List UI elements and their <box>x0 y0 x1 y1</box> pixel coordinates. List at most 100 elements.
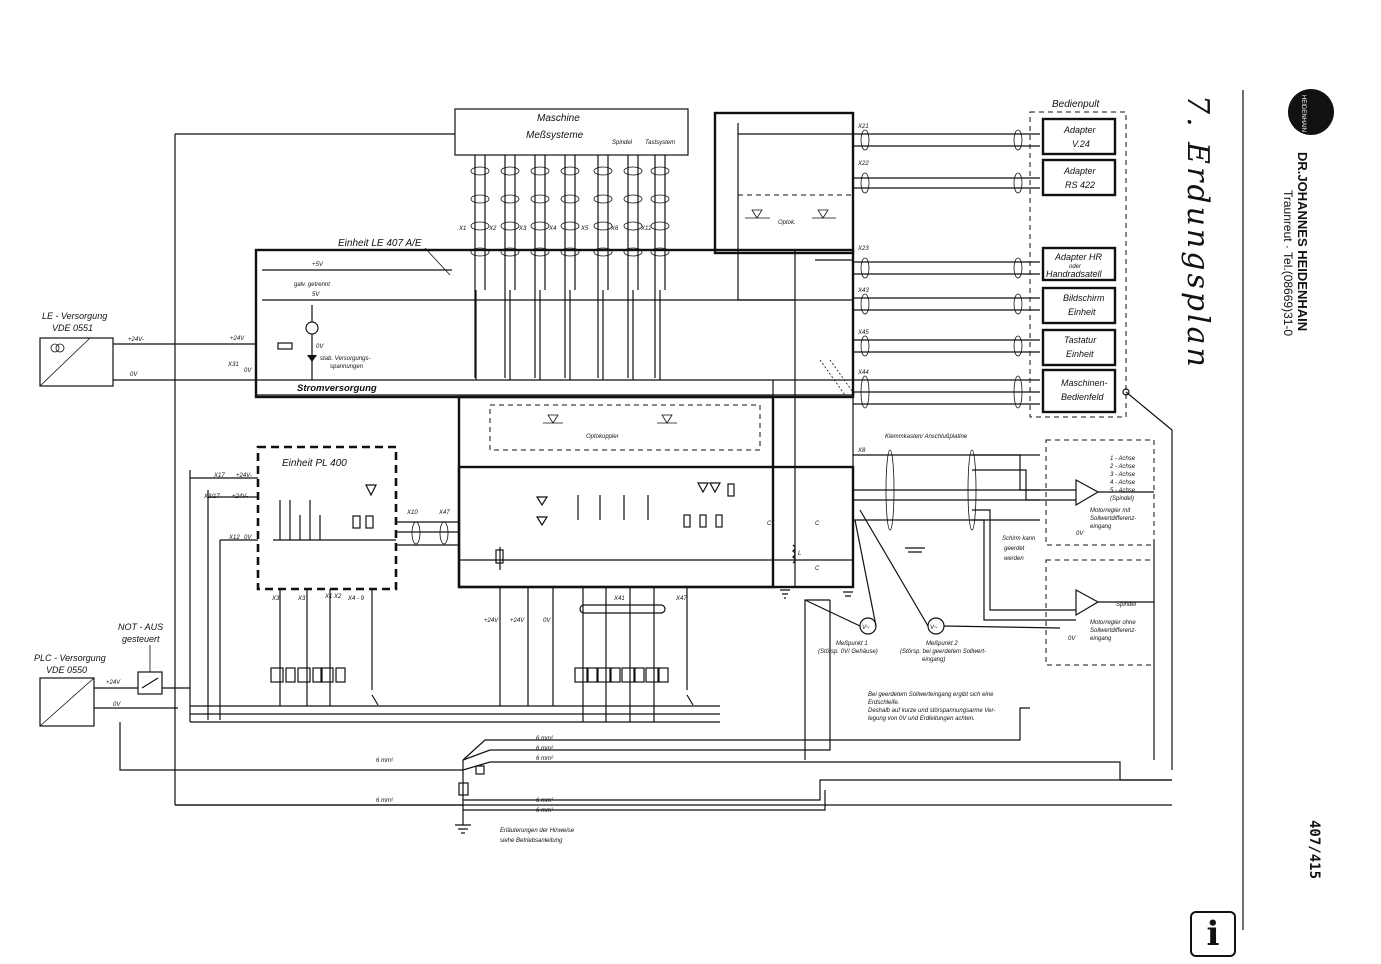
svg-text:6 mm²: 6 mm² <box>536 746 554 752</box>
svg-text:+24V: +24V <box>510 618 525 624</box>
svg-text:Klemmkasten/ Anschlußplatine: Klemmkasten/ Anschlußplatine <box>885 434 968 440</box>
svg-text:Einheit PL 400: Einheit PL 400 <box>282 458 347 469</box>
info-icon[interactable]: i <box>1190 911 1236 957</box>
svg-text:1 - Achse: 1 - Achse <box>1110 456 1136 462</box>
svg-text:eingang: eingang <box>1090 524 1112 530</box>
svg-text:X47: X47 <box>438 510 450 516</box>
panel-box-2: Adapter HR oder Handradsatell <box>1041 246 1117 282</box>
section-title: 7. Erdungsplan <box>1180 95 1215 370</box>
svg-text:+5V: +5V <box>312 262 324 268</box>
svg-text:0V: 0V <box>1076 531 1084 537</box>
svg-text:6 mm²: 6 mm² <box>536 798 554 804</box>
svg-text:X6: X6 <box>610 226 619 232</box>
svg-text:Motorregler ohne: Motorregler ohne <box>1090 620 1136 626</box>
svg-text:4 - Achse: 4 - Achse <box>1110 480 1136 486</box>
svg-text:Bildschirm: Bildschirm <box>1063 293 1105 303</box>
motor-controller-1: 1 - Achse 2 - Achse 3 - Achse 4 - Achse … <box>1045 439 1155 546</box>
ground-cables <box>119 599 1172 811</box>
svg-text:C: C <box>767 521 772 527</box>
svg-text:HEIDENHAIN: HEIDENHAIN <box>1300 95 1306 132</box>
svg-text:X1: X1 <box>458 226 466 232</box>
svg-text:Motorregler mit: Motorregler mit <box>1090 508 1131 514</box>
svg-text:X12: X12 <box>228 535 240 541</box>
shield-note: Schirm kann geerdet werden <box>1002 536 1036 562</box>
cable-cross-sections: 6 mm² 6 mm² 6 mm² 6 mm² 6 mm² 6 mm² 6 mm… <box>376 736 554 814</box>
svg-text:X5: X5 <box>580 226 589 232</box>
ground-symbols <box>455 547 925 834</box>
svg-text:0V: 0V <box>113 702 121 708</box>
svg-text:Meßpunkt 2: Meßpunkt 2 <box>926 641 958 647</box>
svg-text:+24V: +24V <box>484 618 499 624</box>
svg-text:0V: 0V <box>1068 636 1076 642</box>
svg-text:Erläuterungen der Hinweise: Erläuterungen der Hinweise <box>500 828 575 834</box>
svg-text:Einheit LE 407 A/E: Einheit LE 407 A/E <box>338 238 422 249</box>
pl-connector-labels: X17 +24V- X3/17 +24V- X12 0V X10 X47 <box>203 473 450 541</box>
svg-text:C: C <box>815 566 820 572</box>
svg-text:Schirm kann: Schirm kann <box>1002 536 1036 542</box>
svg-text:galv. getrennt: galv. getrennt <box>294 282 330 288</box>
axis-cables <box>972 454 1155 760</box>
svg-text:Einheit: Einheit <box>1068 307 1096 317</box>
svg-text:+24V: +24V <box>106 680 121 686</box>
panel-box-1: Adapter RS 422 <box>1041 158 1117 197</box>
svg-text:X4 - 9: X4 - 9 <box>347 596 365 602</box>
svg-text:Tastatur: Tastatur <box>1064 335 1097 345</box>
svg-text:Bei geerdetem Sollwerteingang: Bei geerdetem Sollwerteingang ergibt sic… <box>868 692 994 698</box>
svg-text:3 - Achse: 3 - Achse <box>1110 472 1136 478</box>
unit-pl400: Einheit PL 400 <box>256 445 398 591</box>
svg-text:6 mm²: 6 mm² <box>376 758 394 764</box>
svg-text:(Störsp. 0V/ Gehäuse): (Störsp. 0V/ Gehäuse) <box>818 649 878 655</box>
svg-text:X10: X10 <box>406 510 418 516</box>
svg-text:0V: 0V <box>130 372 138 378</box>
svg-text:X21: X21 <box>857 124 869 130</box>
svg-text:6 mm²: 6 mm² <box>536 808 554 814</box>
company-name: DR.JOHANNES HEIDENHAIN <box>1295 152 1310 331</box>
motor-controller-2: Spindel Motorregler ohne Sollwertdiffere… <box>1045 559 1155 666</box>
svg-text:spannungen: spannungen <box>330 364 364 370</box>
svg-text:Stromversorgung: Stromversorgung <box>297 383 377 394</box>
svg-text:Maschine: Maschine <box>537 113 580 124</box>
svg-text:X44: X44 <box>857 370 869 376</box>
x10-x47-cable <box>396 521 459 546</box>
svg-text:5V: 5V <box>312 292 320 298</box>
svg-text:siehe Betriebsanleitung: siehe Betriebsanleitung <box>500 838 563 844</box>
svg-text:(Spindel): (Spindel) <box>1110 496 1134 502</box>
panel-box-3: Bildschirm Einheit <box>1041 286 1117 325</box>
page-number: 407/415 <box>1306 820 1322 879</box>
measure-point-2: V~ Meßpunkt 2 (Störsp. bei geerdetem Sol… <box>859 509 1061 663</box>
svg-text:0V: 0V <box>316 344 324 350</box>
svg-text:Optok.: Optok. <box>778 220 796 226</box>
svg-text:Meßpunkt 1: Meßpunkt 1 <box>836 641 868 647</box>
svg-text:PLC - Versorgung: PLC - Versorgung <box>34 653 106 663</box>
svg-text:legung von 0V und Erdleitungen: legung von 0V und Erdleitungen achten. <box>868 716 975 722</box>
optok-box: Optok. <box>713 111 855 300</box>
svg-text:X23: X23 <box>857 246 869 252</box>
svg-text:X3/17: X3/17 <box>203 494 220 500</box>
svg-text:X4: X4 <box>548 226 557 232</box>
svg-text:2 - Achse: 2 - Achse <box>1109 464 1136 470</box>
svg-text:geerdet: geerdet <box>1004 546 1025 552</box>
svg-text:X47: X47 <box>675 596 687 602</box>
svg-text:6 mm²: 6 mm² <box>376 798 394 804</box>
svg-text:(Störsp. bei geerdetem Sollwer: (Störsp. bei geerdetem Sollwert- <box>900 649 986 655</box>
measure-point-1: V~ Meßpunkt 1 (Störsp. 0V/ Gehäuse) <box>804 519 878 655</box>
svg-text:Adapter HR: Adapter HR <box>1054 252 1103 262</box>
svg-text:VDE 0551: VDE 0551 <box>52 323 93 333</box>
svg-text:0V: 0V <box>543 618 551 624</box>
svg-text:eingang): eingang) <box>922 657 945 663</box>
svg-text:+24V-: +24V- <box>236 473 252 479</box>
svg-text:L: L <box>798 551 801 557</box>
heidenhain-logo: HEIDENHAIN <box>1288 89 1334 135</box>
svg-text:+24V-: +24V- <box>232 494 248 500</box>
svg-text:0V: 0V <box>244 368 252 374</box>
svg-text:5 - Achse: 5 - Achse <box>1110 488 1136 494</box>
svg-text:oder: oder <box>1069 264 1082 270</box>
panel-box-5: Maschinen- Bedienfeld <box>1041 368 1117 414</box>
svg-text:X3: X3 <box>297 596 306 602</box>
svg-text:Einheit: Einheit <box>1066 349 1094 359</box>
right-connector-labels: X21 X22 X23 X43 X45 X44 X8 Klemmkasten/ … <box>857 124 968 454</box>
svg-text:Meßsysteme: Meßsysteme <box>526 130 584 141</box>
svg-text:Spindel: Spindel <box>1116 602 1137 608</box>
svg-text:gesteuert: gesteuert <box>122 634 160 644</box>
